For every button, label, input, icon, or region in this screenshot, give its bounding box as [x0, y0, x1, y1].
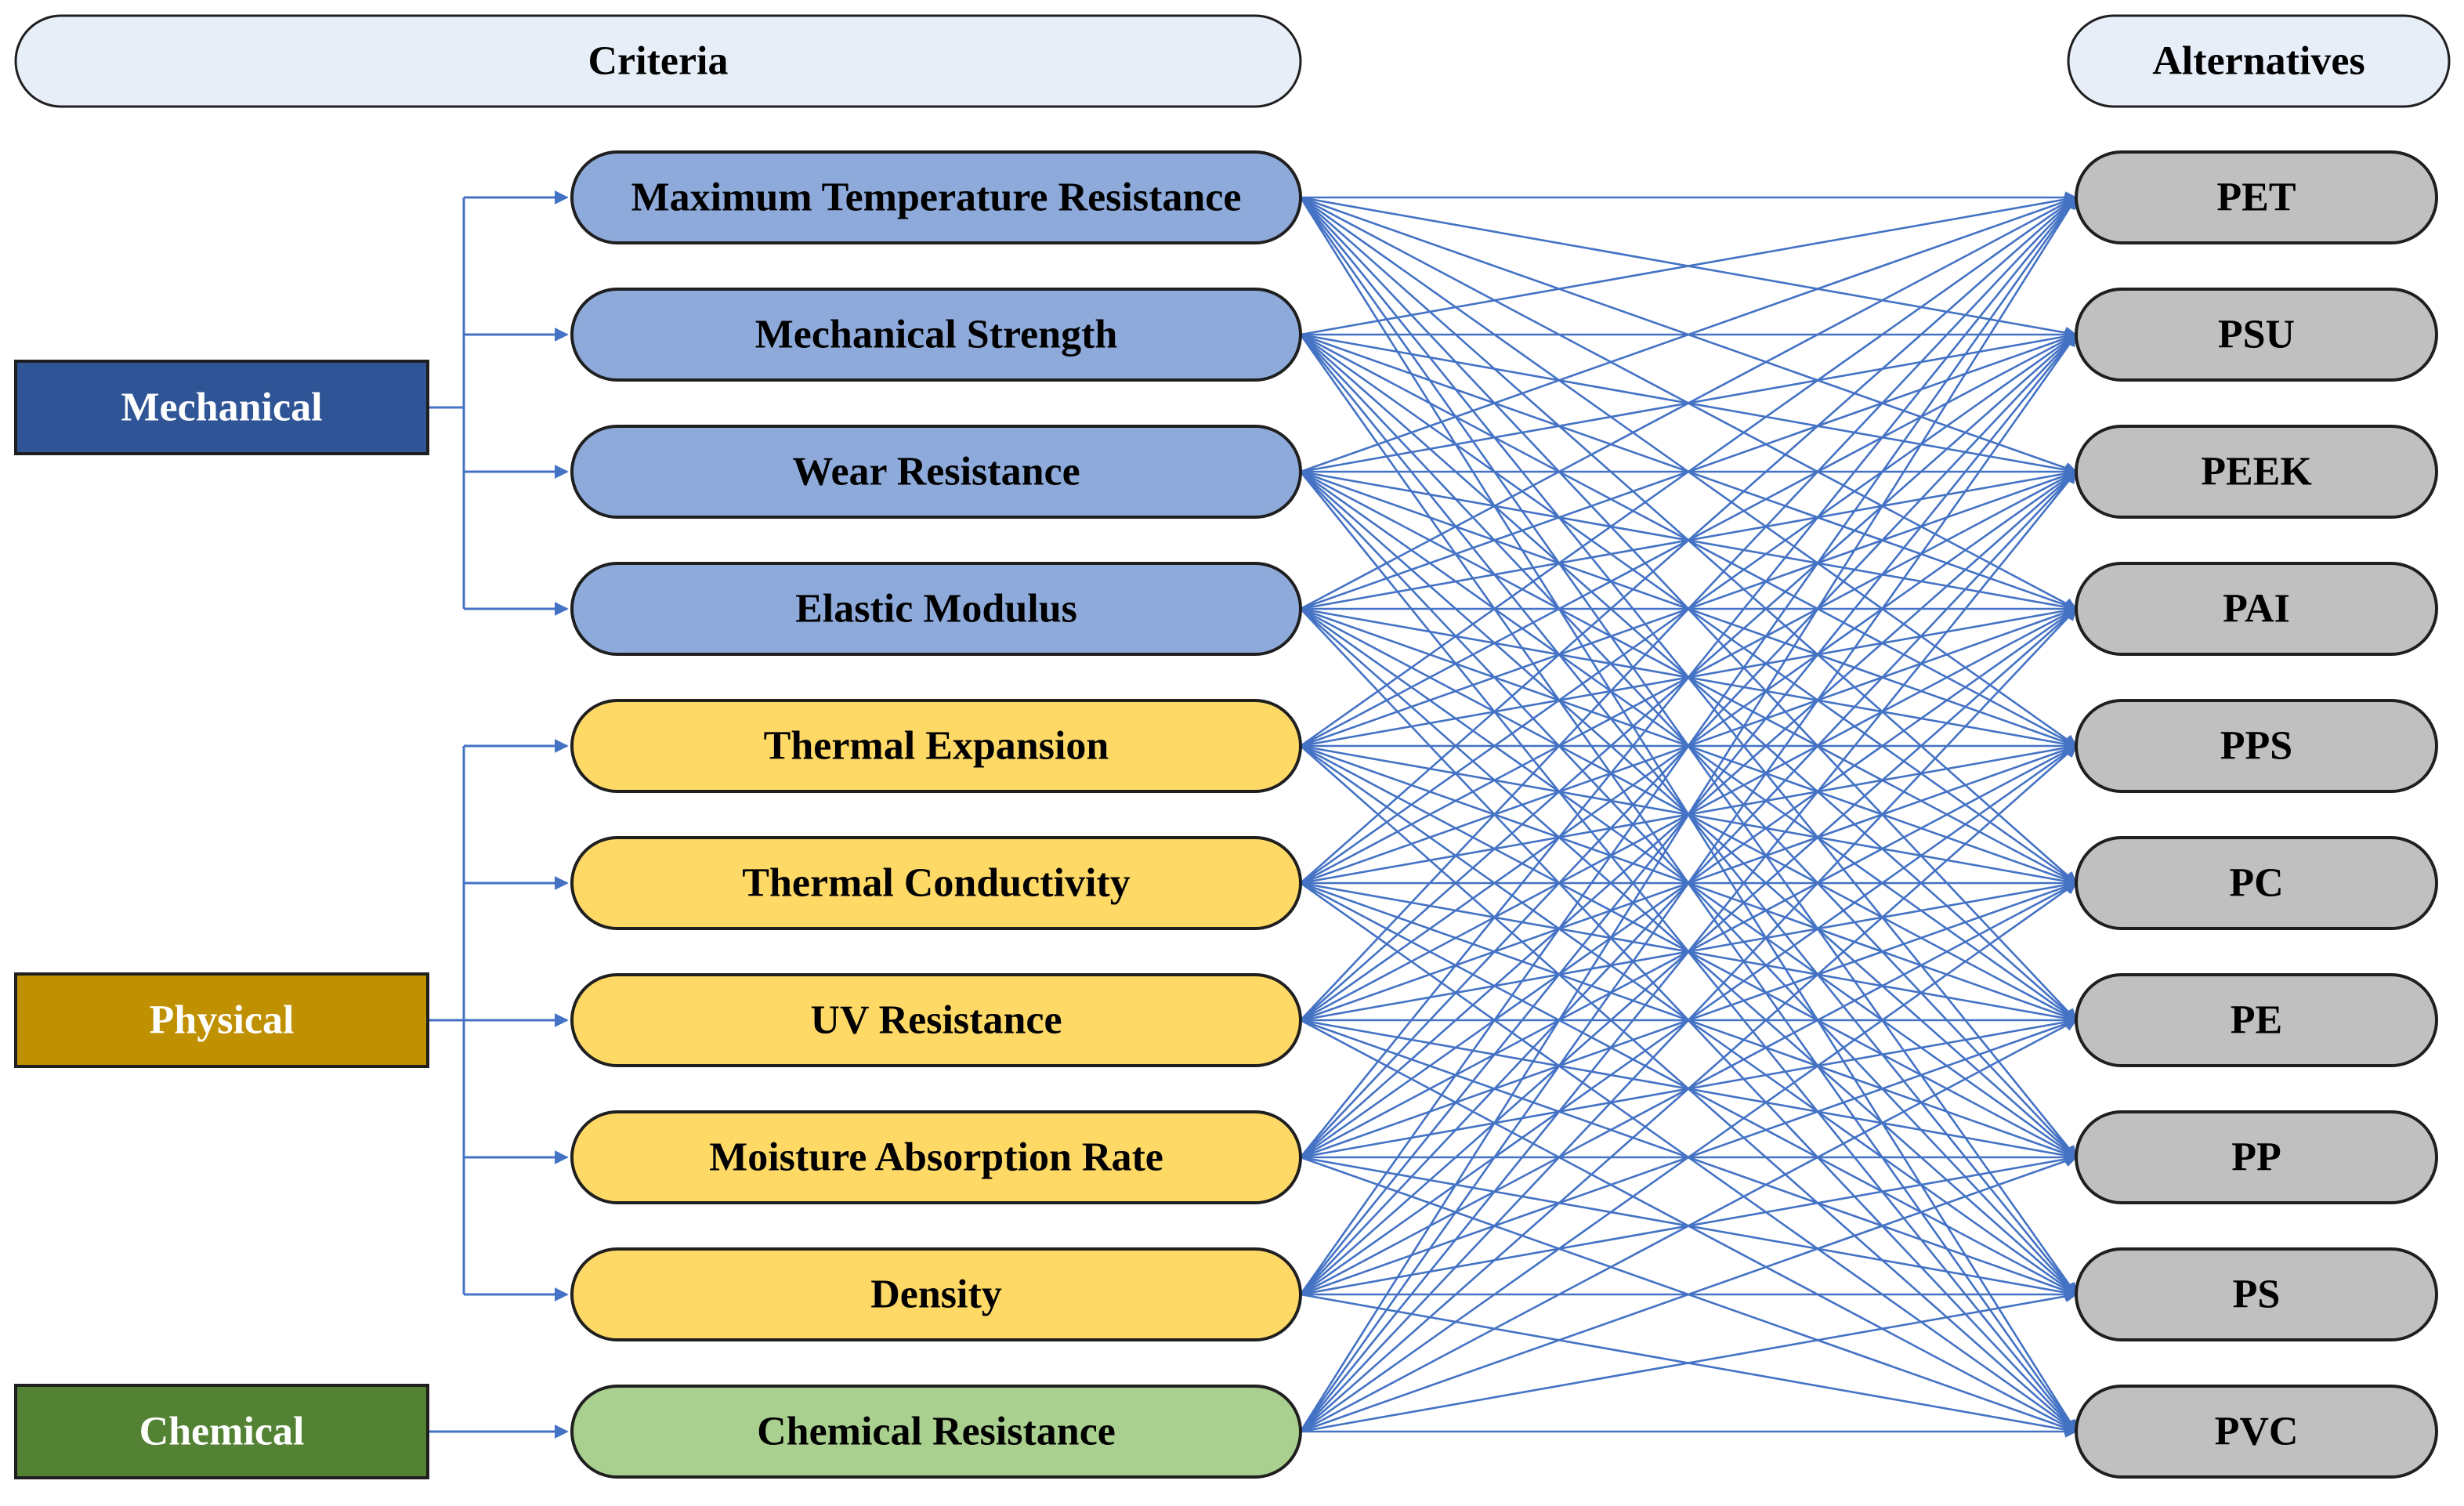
criterion-thermal-expansion: Thermal Expansion [570, 699, 1302, 793]
criterion-density: Density [570, 1247, 1302, 1341]
category-box [14, 360, 429, 455]
connection-thermal-conductivity-to-pet [1300, 196, 2078, 884]
alternative-box [2075, 150, 2438, 244]
criterion-label: Maximum Temperature Resistance [631, 176, 1242, 220]
alternative-label: PC [2229, 861, 2283, 906]
connection-chemical-resistance-to-psu [1299, 333, 2078, 1432]
criterion-label: Mechanical Strength [755, 313, 1118, 357]
alternative-pai: PAI [2075, 562, 2438, 656]
alternative-box [2075, 288, 2438, 382]
criterion-box [570, 425, 1302, 519]
alternative-pe: PE [2075, 973, 2438, 1067]
connection-wear-resistance-to-pet [1300, 195, 2078, 473]
alternative-pc: PC [2075, 836, 2438, 930]
alternative-ps: PS [2075, 1247, 2438, 1341]
connection-chemical-resistance-to-pc [1300, 882, 2078, 1433]
connection-thermal-expansion-to-pet [1300, 196, 2078, 748]
connection-elastic-modulus-to-pet [1300, 196, 2078, 610]
category-chemical: Chemical [14, 1384, 429, 1479]
connection-chemical-resistance-to-pai [1300, 607, 2078, 1432]
criterion-box [570, 836, 1302, 930]
alternative-box [2075, 973, 2438, 1067]
category-box [14, 1384, 429, 1479]
criterion-elastic-modulus: Elastic Modulus [570, 562, 1302, 656]
criterion-box [570, 1247, 1302, 1341]
criterion-maximum-temperature-resistance: Maximum Temperature Resistance [570, 150, 1302, 244]
criterion-mechanical-strength: Mechanical Strength [570, 288, 1302, 382]
alternative-pps: PPS [2075, 699, 2438, 793]
criterion-box [570, 562, 1302, 656]
category-label: Physical [150, 998, 295, 1043]
alternative-label: PS [2233, 1272, 2281, 1317]
alternative-box [2075, 836, 2438, 930]
connection-uv-resistance-to-pet [1300, 196, 2078, 1021]
criterion-box [570, 150, 1302, 244]
connection-mechanical-strength-to-pet [1300, 193, 2078, 336]
criterion-label: Thermal Conductivity [742, 861, 1130, 906]
criterion-moisture-absorption-rate: Moisture Absorption Rate [570, 1110, 1302, 1204]
criterion-label: Density [870, 1272, 1002, 1317]
category-physical: Physical [14, 972, 429, 1068]
alternative-peek: PEEK [2075, 425, 2438, 519]
alternative-box [2075, 425, 2438, 519]
alternative-box [2075, 1110, 2438, 1204]
alternative-label: PSU [2218, 313, 2295, 357]
category-label: Mechanical [121, 386, 322, 430]
connection-chemical-resistance-to-pps [1300, 744, 2078, 1432]
alternative-label: PAI [2223, 587, 2290, 632]
alternative-psu: PSU [2075, 288, 2438, 382]
alternative-box [2075, 1385, 2438, 1479]
criterion-uv-resistance: UV Resistance [570, 973, 1302, 1067]
criterion-box [570, 973, 1302, 1067]
category-label: Chemical [139, 1410, 305, 1454]
criterion-label: Chemical Resistance [757, 1410, 1116, 1454]
alternative-pvc: PVC [2075, 1385, 2438, 1479]
criteria-alternative-connections [1299, 191, 2078, 1438]
criterion-label: Thermal Expansion [764, 724, 1109, 769]
alternative-pet: PET [2075, 150, 2438, 244]
criterion-label: Elastic Modulus [795, 587, 1077, 632]
alternative-label: PEEK [2201, 450, 2312, 494]
alternative-pp: PP [2075, 1110, 2438, 1204]
criterion-box [570, 288, 1302, 382]
category-box [14, 972, 429, 1068]
connection-density-to-pet [1299, 196, 2078, 1295]
criterion-label: UV Resistance [810, 998, 1062, 1043]
connection-chemical-resistance-to-pe [1300, 1019, 2078, 1433]
alternatives-header-label: Alternatives [2152, 39, 2364, 84]
alternative-label: PET [2216, 176, 2296, 220]
alternative-box [2075, 699, 2438, 793]
alternative-label: PVC [2215, 1410, 2299, 1454]
criterion-thermal-conductivity: Thermal Conductivity [570, 836, 1302, 930]
criterion-chemical-resistance: Chemical Resistance [570, 1385, 1302, 1479]
alternatives-header: Alternatives [2067, 14, 2451, 108]
criterion-wear-resistance: Wear Resistance [570, 425, 1302, 519]
connection-chemical-resistance-to-ps [1300, 1290, 2078, 1433]
criterion-box [570, 1385, 1302, 1479]
criterion-label: Wear Resistance [792, 450, 1080, 494]
category-mechanical: Mechanical [14, 360, 429, 455]
alternative-label: PPS [2220, 724, 2292, 769]
alternative-box [2075, 562, 2438, 656]
criteria-header: Criteria [14, 14, 1302, 108]
alternative-label: PP [2231, 1135, 2281, 1180]
category-connectors [428, 190, 569, 1439]
connection-moisture-absorption-rate-to-pet [1299, 196, 2078, 1158]
criterion-box [570, 699, 1302, 793]
connection-chemical-resistance-to-pet [1299, 196, 2078, 1432]
alternative-label: PE [2231, 998, 2282, 1043]
criterion-label: Moisture Absorption Rate [709, 1135, 1163, 1180]
alternative-box [2075, 1247, 2438, 1341]
connection-chemical-resistance-to-pp [1300, 1155, 2078, 1433]
connection-chemical-resistance-to-peek [1299, 470, 2078, 1432]
criterion-box [570, 1110, 1302, 1204]
criteria-header-label: Criteria [588, 39, 728, 84]
